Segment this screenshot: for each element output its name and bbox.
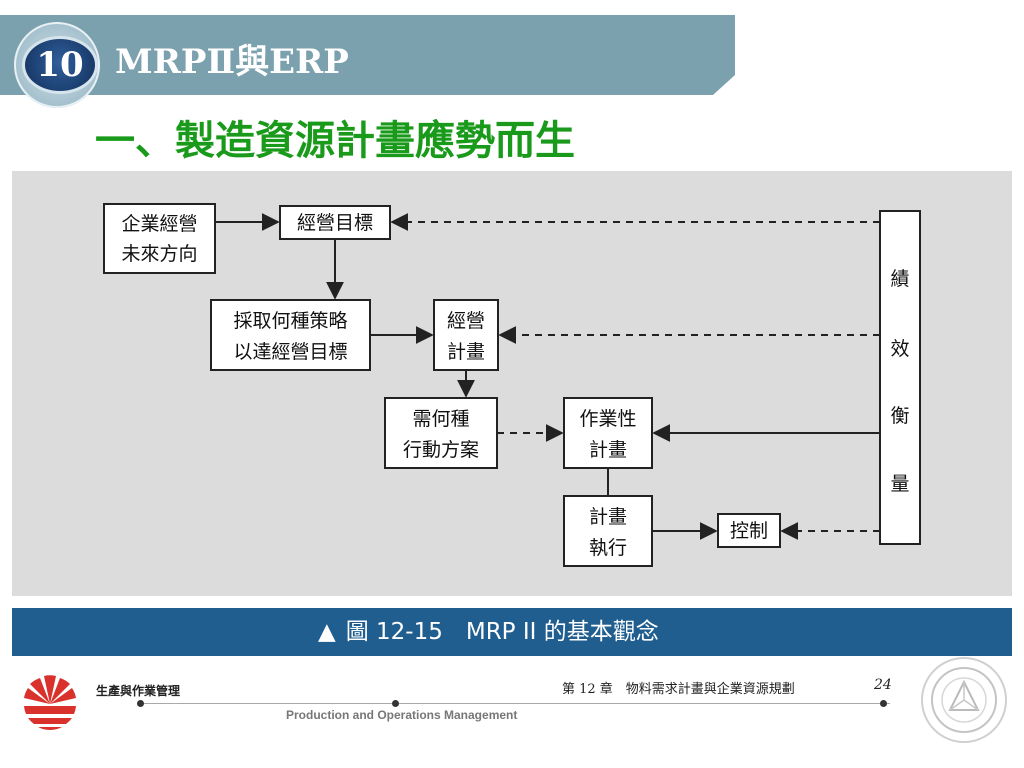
node-plan-execution-line2: 執行	[589, 537, 627, 559]
node-business-direction-line2: 未來方向	[121, 243, 197, 265]
node-performance-char4: 量	[890, 473, 909, 495]
node-operational-plan-line2: 計畫	[589, 439, 627, 461]
chapter-number: 10	[36, 45, 84, 85]
node-business-plan-line1: 經營	[447, 310, 485, 332]
figure-caption: ▲ 圖 12-15 MRP II 的基本觀念	[318, 616, 659, 648]
node-strategy-line2: 以達經營目標	[233, 341, 347, 363]
node-strategy-line1: 採取何種策略	[233, 310, 347, 332]
page-number: 24	[874, 677, 892, 693]
node-plan-execution-line1: 計畫	[589, 506, 627, 528]
footer-dot-right	[880, 700, 887, 707]
node-performance-char1: 績	[890, 268, 909, 290]
chapter-title: MRPⅡ與ERP	[115, 42, 349, 82]
footer-dot-left	[137, 700, 144, 707]
node-strategy: 採取何種策略 以達經營目標	[210, 299, 371, 371]
node-control: 控制	[717, 513, 781, 548]
node-action-plan-line2: 行動方案	[403, 439, 479, 461]
node-action-plan: 需何種 行動方案	[384, 397, 498, 469]
node-plan-execution: 計畫 執行	[563, 495, 653, 567]
decorative-dial-icon	[921, 657, 1007, 743]
chapter-badge-inner	[22, 36, 98, 94]
brand-name: 生產與作業管理	[96, 684, 181, 698]
node-business-plan-line2: 計畫	[447, 341, 485, 363]
header-bar	[0, 15, 735, 95]
node-operational-plan: 作業性 計畫	[563, 397, 653, 469]
node-performance: 績 效 衡 量	[879, 210, 921, 545]
caption-bar	[12, 608, 1012, 656]
node-business-direction: 企業經營 未來方向	[103, 203, 216, 274]
footer-divider	[140, 703, 890, 704]
brand-logo-icon	[24, 675, 76, 730]
node-action-plan-line1: 需何種	[412, 408, 469, 430]
caption-triangle-icon: ▲	[318, 619, 336, 645]
brand-english-name: Production and Operations Management	[286, 708, 518, 722]
chapter-footer-text: 第 12 章 物料需求計畫與企業資源規劃	[562, 682, 795, 697]
caption-label: 圖 12-15 MRP II 的基本觀念	[345, 619, 659, 645]
node-business-goal: 經營目標	[279, 205, 391, 240]
node-control-line1: 控制	[730, 520, 768, 542]
footer-dot-middle	[392, 700, 399, 707]
node-business-direction-line1: 企業經營	[121, 213, 197, 235]
node-operational-plan-line1: 作業性	[579, 408, 636, 430]
node-performance-char2: 效	[890, 338, 909, 360]
page-heading: 一、製造資源計畫應勢而生	[95, 118, 575, 164]
node-business-plan: 經營 計畫	[433, 299, 499, 371]
node-business-goal-line1: 經營目標	[297, 212, 373, 234]
node-performance-char3: 衡	[890, 405, 909, 427]
